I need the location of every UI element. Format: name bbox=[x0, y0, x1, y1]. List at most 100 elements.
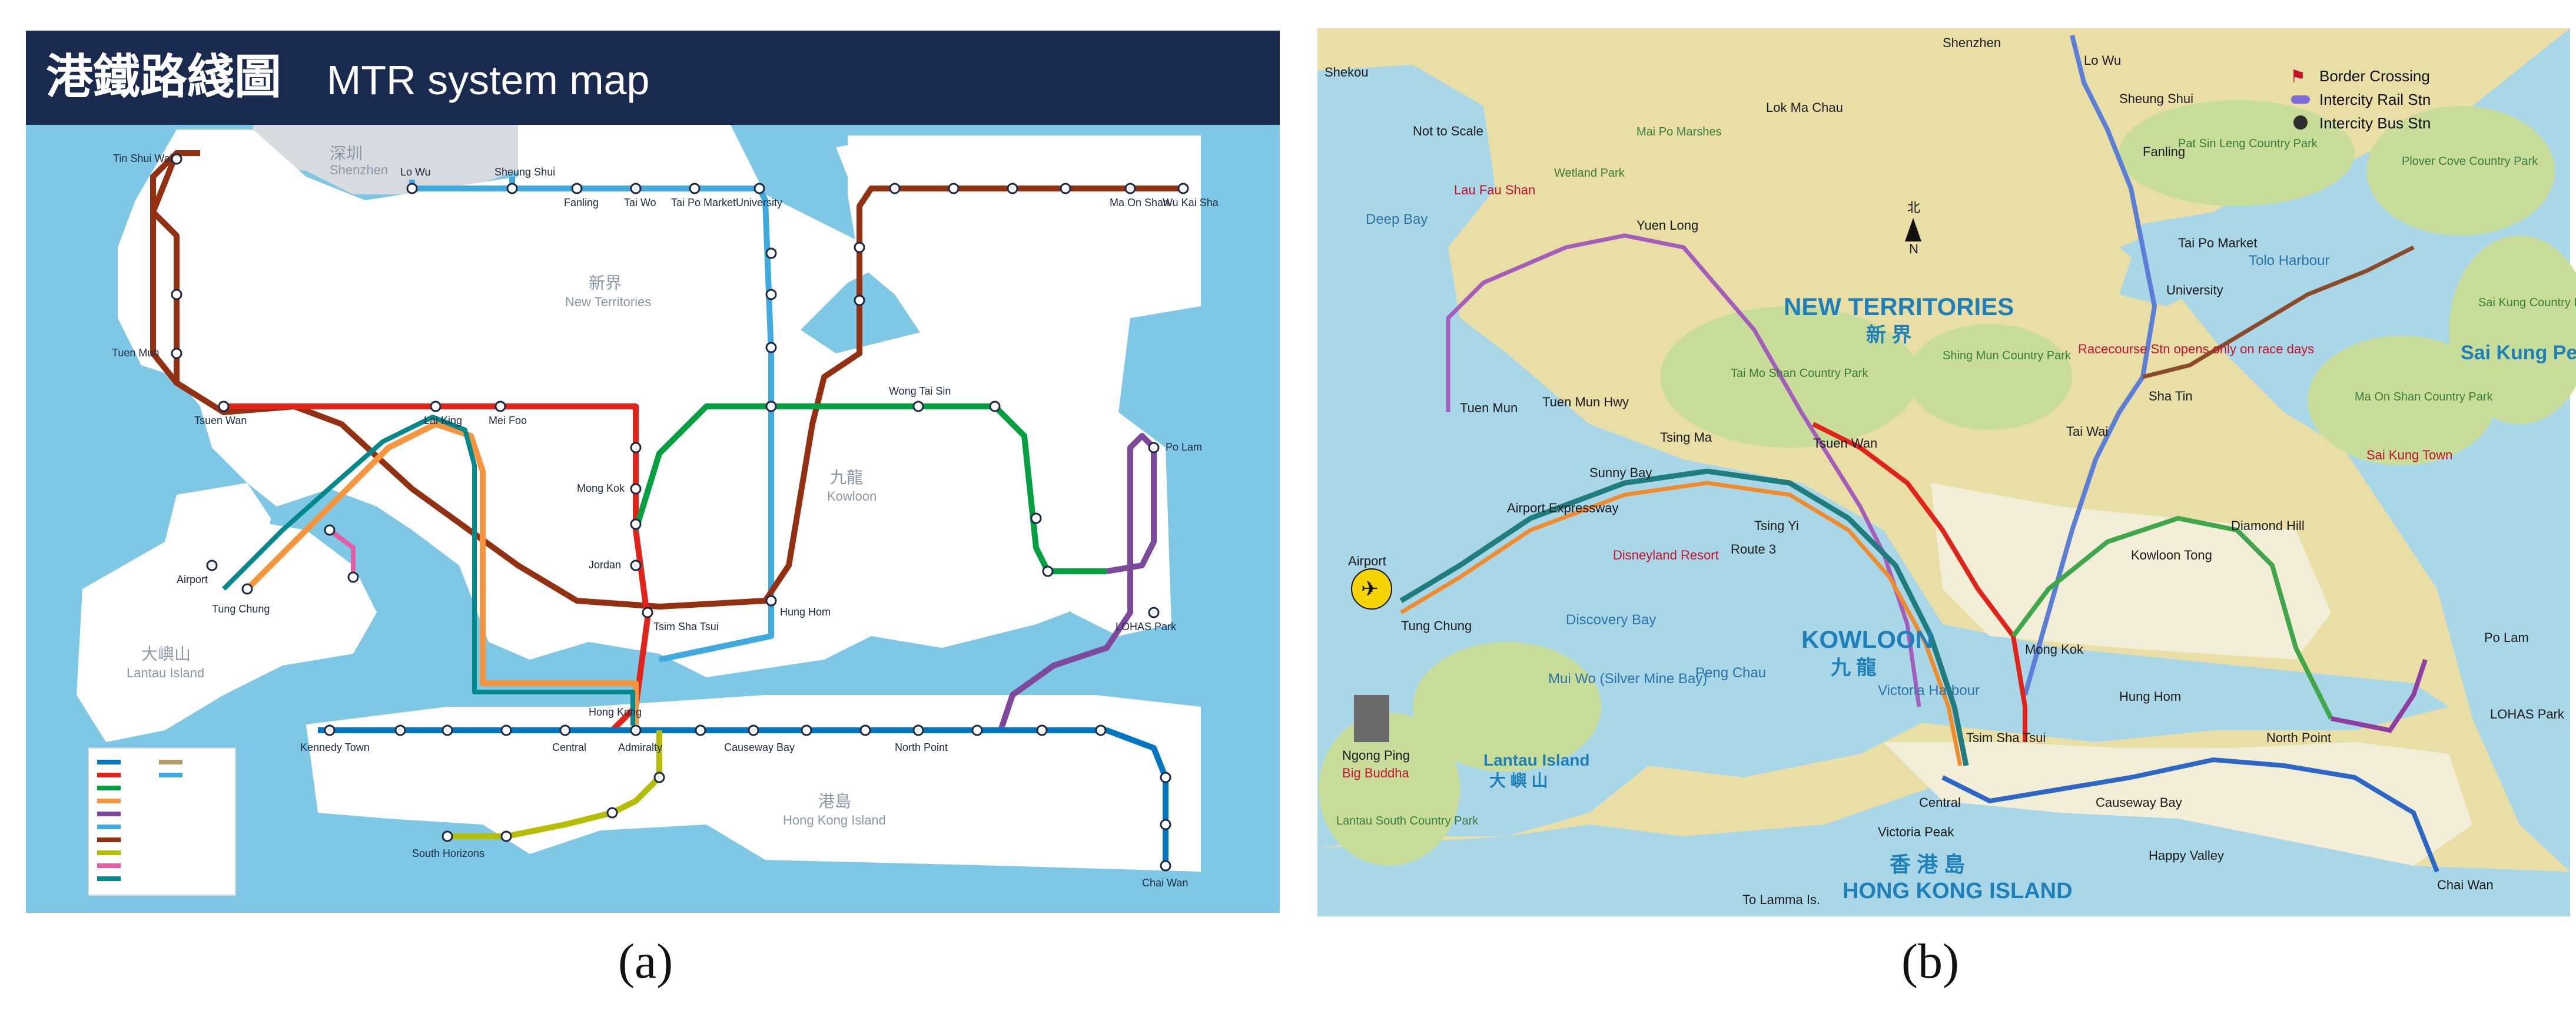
station-causeway-bay[interactable] bbox=[748, 724, 759, 736]
label-tsim-sha-tsui: Tsim Sha Tsui bbox=[653, 621, 719, 633]
station-wong-chuk-hang[interactable] bbox=[606, 807, 618, 819]
station-jordan[interactable] bbox=[630, 560, 642, 571]
station-quarry-bay[interactable] bbox=[971, 724, 983, 736]
station-kowloon-tong[interactable] bbox=[765, 400, 777, 412]
station-lohas-park[interactable] bbox=[1148, 607, 1160, 618]
label-mong-kok: Mong Kok bbox=[577, 482, 625, 494]
label-university: University bbox=[736, 197, 782, 208]
b-region-lantau-zh: 大 嶼 山 bbox=[1489, 772, 1548, 790]
station-shek-mun[interactable] bbox=[948, 183, 960, 194]
b-deep-bay: Deep Bay bbox=[1366, 211, 1428, 227]
b-wetland: Wetland Park bbox=[1554, 167, 1625, 180]
station-chai-wan[interactable] bbox=[1160, 860, 1171, 872]
b-lo-wu: Lo Wu bbox=[2084, 53, 2121, 68]
b-shenzhen: Shenzhen bbox=[1943, 35, 2001, 50]
station-tuen-mun[interactable] bbox=[171, 347, 182, 359]
station-kwun-tong[interactable] bbox=[1030, 512, 1042, 524]
station-po-lam[interactable] bbox=[1148, 442, 1160, 453]
station-fo-tan[interactable] bbox=[765, 247, 777, 259]
station-tin-shui-wai[interactable] bbox=[171, 153, 182, 165]
station-central[interactable] bbox=[559, 724, 571, 736]
station-city-one[interactable] bbox=[889, 183, 901, 194]
b-tuen-mun-hwy: Tuen Mun Hwy bbox=[1542, 395, 1629, 409]
station-ocean-park[interactable] bbox=[653, 772, 665, 783]
station-disneyland[interactable] bbox=[347, 571, 359, 583]
label-diamond-hill: Wong Tai Sin bbox=[889, 385, 951, 397]
b-shekou: Shekou bbox=[1324, 65, 1369, 80]
station-north-point[interactable] bbox=[912, 724, 924, 736]
station-ma-on-shan[interactable] bbox=[1124, 183, 1136, 194]
station-tai-po-market[interactable] bbox=[689, 183, 701, 194]
station-south-horizons[interactable] bbox=[441, 830, 453, 842]
station-choi-hung[interactable] bbox=[989, 400, 1001, 412]
station-che-kung-temple[interactable] bbox=[854, 294, 865, 306]
b-pat-sin-leng: Pat Sin Leng Country Park bbox=[2178, 137, 2318, 150]
label-admiralty: Admiralty bbox=[618, 741, 662, 753]
station-sai-ying-pun[interactable] bbox=[441, 724, 453, 736]
station-tai-wai[interactable] bbox=[765, 342, 777, 353]
station-mong-kok[interactable] bbox=[630, 483, 642, 495]
station-admiralty[interactable] bbox=[630, 724, 642, 736]
legend-bus-icon bbox=[2293, 115, 2308, 130]
station-kennedy-town[interactable] bbox=[324, 724, 336, 736]
station-sha-tin[interactable] bbox=[765, 289, 777, 300]
region-nt-en: New Territories bbox=[565, 294, 651, 309]
label-tung-chung: Tung Chung bbox=[212, 603, 270, 615]
b-region-saikung: Sai Kung Peninsula bbox=[2461, 342, 2576, 364]
station-diamond-hill[interactable] bbox=[912, 400, 924, 412]
station-mei-foo[interactable] bbox=[494, 400, 506, 412]
b-chai-wan: Chai Wan bbox=[2437, 878, 2494, 892]
station-tung-chung[interactable] bbox=[241, 583, 253, 595]
station-prince-edward[interactable] bbox=[630, 442, 642, 453]
b-mui-wo: Mui Wo (Silver Mine Bay) bbox=[1548, 671, 1707, 687]
station-shau-kei-wan[interactable] bbox=[1160, 772, 1171, 783]
station-tai-koo[interactable] bbox=[1036, 724, 1048, 736]
east-land bbox=[848, 135, 1201, 636]
station-heng-on[interactable] bbox=[1060, 183, 1071, 194]
b-racecourse-note: Racecourse Stn opens only on race days bbox=[2078, 342, 2314, 356]
station-tai-shui-hang[interactable] bbox=[1007, 183, 1018, 194]
park-ma-on-shan bbox=[2308, 336, 2496, 465]
station-lai-king[interactable] bbox=[430, 400, 441, 412]
station-lo-wu[interactable] bbox=[406, 183, 418, 194]
b-north: N bbox=[1909, 241, 1918, 256]
b-line-kwun-tong bbox=[2011, 515, 2333, 720]
station-sai-wan-ho[interactable] bbox=[1095, 724, 1107, 736]
label-fanling: Fanling bbox=[564, 197, 599, 208]
station-tai-wo[interactable] bbox=[630, 183, 642, 194]
station-sheung-shui[interactable] bbox=[506, 183, 518, 194]
station-airport[interactable] bbox=[206, 560, 218, 571]
station-sheung-wan[interactable] bbox=[500, 724, 512, 736]
station-sha-tin-wai[interactable] bbox=[854, 241, 865, 253]
b-region-kowloon-zh: 九 龍 bbox=[1831, 657, 1876, 679]
b-sha-tin: Sha Tin bbox=[2149, 389, 2193, 403]
station-hku[interactable] bbox=[394, 724, 406, 736]
station-fanling[interactable] bbox=[571, 183, 583, 194]
station-hung-hom[interactable] bbox=[765, 595, 777, 607]
region-kowloon-en: Kowloon bbox=[827, 489, 877, 504]
station-tsuen-wan-west[interactable] bbox=[218, 400, 230, 412]
station-fortress-hill[interactable] bbox=[859, 724, 871, 736]
b-lau-fau-shan: Lau Fau Shan bbox=[1454, 183, 1535, 197]
station-yau-ma-tei[interactable] bbox=[630, 518, 642, 530]
station-lei-tung[interactable] bbox=[500, 830, 512, 842]
station-heng-fa-chuen[interactable] bbox=[1160, 819, 1171, 830]
legend-intercity-bus: Intercity Bus Stn bbox=[2319, 114, 2431, 132]
station-sunny-bay[interactable] bbox=[324, 524, 336, 536]
b-airport: Airport bbox=[1348, 554, 1386, 568]
panel-b-tourist-map: ⚑ Border Crossing Intercity Rail Stn Int… bbox=[1317, 28, 2576, 916]
station-yau-tong[interactable] bbox=[1042, 565, 1054, 577]
station-tin-hau[interactable] bbox=[801, 724, 812, 736]
b-line-airport-express bbox=[1399, 468, 1969, 766]
b-discovery-bay: Discovery Bay bbox=[1566, 612, 1656, 628]
b-happy-valley: Happy Valley bbox=[2149, 848, 2224, 863]
station-wan-chai[interactable] bbox=[695, 724, 706, 736]
station-tsim-sha-tsui[interactable] bbox=[642, 607, 653, 618]
station-university[interactable] bbox=[753, 183, 765, 194]
park-plover-cove bbox=[2366, 106, 2555, 236]
station-wu-kai-sha[interactable] bbox=[1177, 183, 1189, 194]
label-tai-wo: Tai Wo bbox=[624, 197, 656, 208]
station-kam-sheung-road[interactable] bbox=[171, 289, 182, 300]
title-banner bbox=[26, 31, 1280, 125]
b-sai-kung-cp: Sai Kung Country Park bbox=[2478, 296, 2576, 309]
